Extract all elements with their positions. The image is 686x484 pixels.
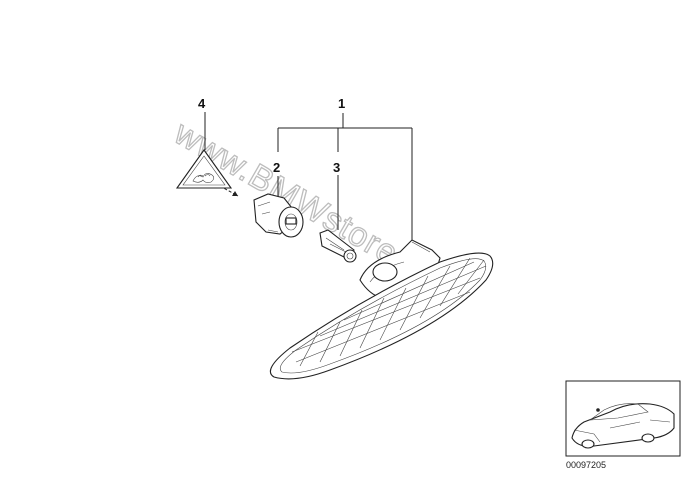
warning-triangle-icon <box>175 149 233 189</box>
bulb-socket <box>253 193 304 238</box>
wedge-bulb <box>319 229 357 263</box>
reference-number: 00097205 <box>566 460 606 470</box>
callout-4: 4 <box>198 96 206 111</box>
callout-2: 2 <box>273 160 280 175</box>
callout-1: 1 <box>338 96 345 111</box>
car-silhouette-icon <box>571 403 675 449</box>
leader-lines <box>204 112 413 240</box>
car-thumbnail <box>565 380 681 457</box>
callout-3: 3 <box>333 160 340 175</box>
side-indicator-lamp <box>269 239 494 380</box>
